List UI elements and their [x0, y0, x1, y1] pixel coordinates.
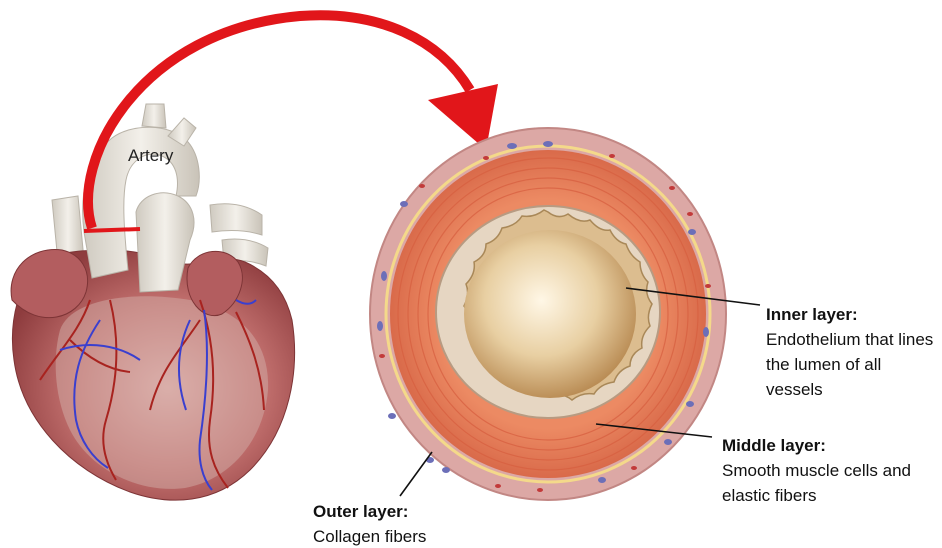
outer-layer-description: Collagen fibers	[313, 524, 513, 548]
artery-cross-section	[370, 128, 726, 500]
outer-layer-label: Outer layer: Collagen fibers	[313, 499, 513, 548]
lumen	[464, 230, 636, 398]
artery-cut-marker	[84, 229, 140, 231]
inner-layer-description: Endothelium that lines the lumen of all …	[766, 327, 942, 402]
middle-layer-title: Middle layer:	[722, 433, 922, 458]
right-atrium	[11, 250, 87, 318]
inner-layer-title: Inner layer:	[766, 302, 942, 327]
outer-layer-title: Outer layer:	[313, 499, 513, 524]
middle-layer-label: Middle layer: Smooth muscle cells and el…	[722, 433, 922, 508]
aortic-branch-1	[142, 104, 166, 128]
pulmonary-vessel	[210, 204, 262, 235]
inner-layer-label: Inner layer: Endothelium that lines the …	[766, 302, 942, 402]
outer-layer-leader	[400, 452, 432, 496]
artery-label: Artery	[128, 146, 173, 166]
middle-layer-description: Smooth muscle cells and elastic fibers	[722, 458, 922, 508]
